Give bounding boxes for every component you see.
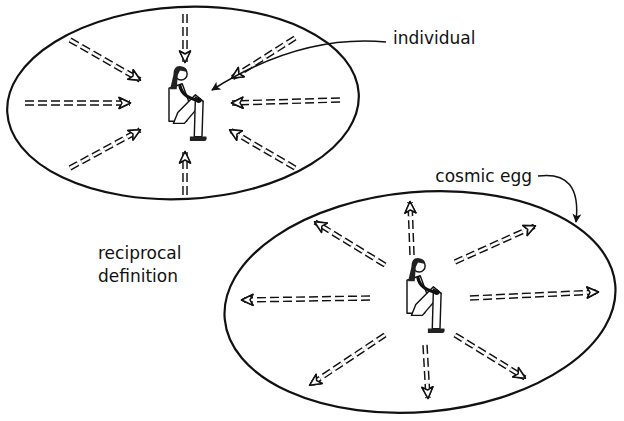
cosmic-egg-outline: [2, 0, 364, 208]
callout-label: cosmic egg: [435, 165, 532, 188]
sitting-figure: [169, 66, 207, 141]
caption-note-anchor: reciprocal definition: [98, 242, 181, 288]
callout-label-anchor: cosmic egg: [435, 165, 532, 188]
inward-arrows: [25, 14, 340, 195]
cosmic-egg-outline: [215, 175, 624, 421]
leader-line: [212, 41, 386, 90]
callout-label-anchor: individual: [393, 27, 476, 50]
outward-arrows: [242, 202, 598, 398]
leader-line: [538, 175, 577, 222]
caption-note: reciprocal definition: [98, 242, 181, 288]
callout-label: individual: [393, 27, 476, 50]
sitting-figure: [407, 258, 445, 333]
